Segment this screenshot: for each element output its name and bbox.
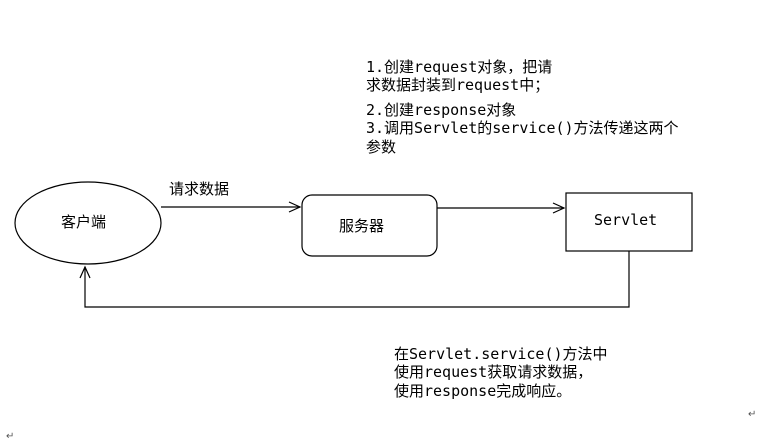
steps-note-line-5: 参数 <box>366 138 397 156</box>
server-node <box>301 194 438 257</box>
service-note-line-2: 使用request获取请求数据， <box>394 363 593 381</box>
client-node <box>14 181 162 265</box>
steps-note-line-3: 2.创建response对象 <box>366 101 517 119</box>
steps-note-line-2: 求数据封装到request中； <box>366 76 550 94</box>
service-note-line-3: 使用response完成响应。 <box>394 382 572 400</box>
steps-note-line-4: 3.调用Servlet的service()方法传递这两个 <box>366 119 679 137</box>
client-label: 客户端 <box>61 213 107 231</box>
arrow-servlet-to-client <box>79 251 630 308</box>
servlet-label: Servlet <box>594 211 658 229</box>
steps-note-line-1: 1.创建request对象，把请 <box>366 58 553 76</box>
paragraph-mark-right: ↵ <box>748 409 757 420</box>
service-note-line-1: 在Servlet.service()方法中 <box>394 345 608 363</box>
paragraph-mark-left: ↵ <box>6 431 15 442</box>
request-data-label: 请求数据 <box>169 180 230 198</box>
server-label: 服务器 <box>339 217 385 235</box>
